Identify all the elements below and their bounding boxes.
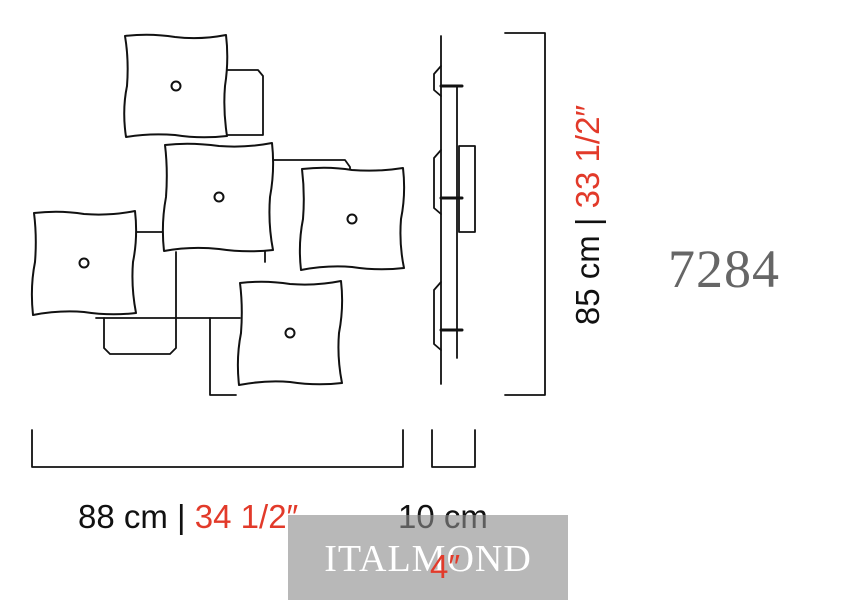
glass-panel-center <box>161 142 275 253</box>
side-view <box>433 35 476 385</box>
watermark: ITALMOND <box>288 515 568 600</box>
glass-panel-left <box>30 210 138 316</box>
glass-panel-top <box>123 33 229 139</box>
height-cm: 85 cm <box>569 235 606 326</box>
width-separator: | <box>167 498 195 535</box>
watermark-text: ITALMOND <box>324 538 532 580</box>
width-cm: 88 cm <box>78 498 168 535</box>
height-separator: | <box>569 208 606 236</box>
width-inch: 34 1/2″ <box>194 498 299 535</box>
height-dimension-label: 85 cm | 33 1/2″ <box>569 105 607 325</box>
glass-panel-right <box>298 166 406 271</box>
glass-panel-bottom <box>236 280 344 386</box>
width-dimension-label: 88 cm | 34 1/2″ <box>78 498 298 536</box>
model-number: 7284 <box>668 239 780 299</box>
depth-inch: 4″ <box>430 548 461 585</box>
dimension-lines <box>31 32 546 468</box>
height-inch: 33 1/2″ <box>569 104 606 209</box>
